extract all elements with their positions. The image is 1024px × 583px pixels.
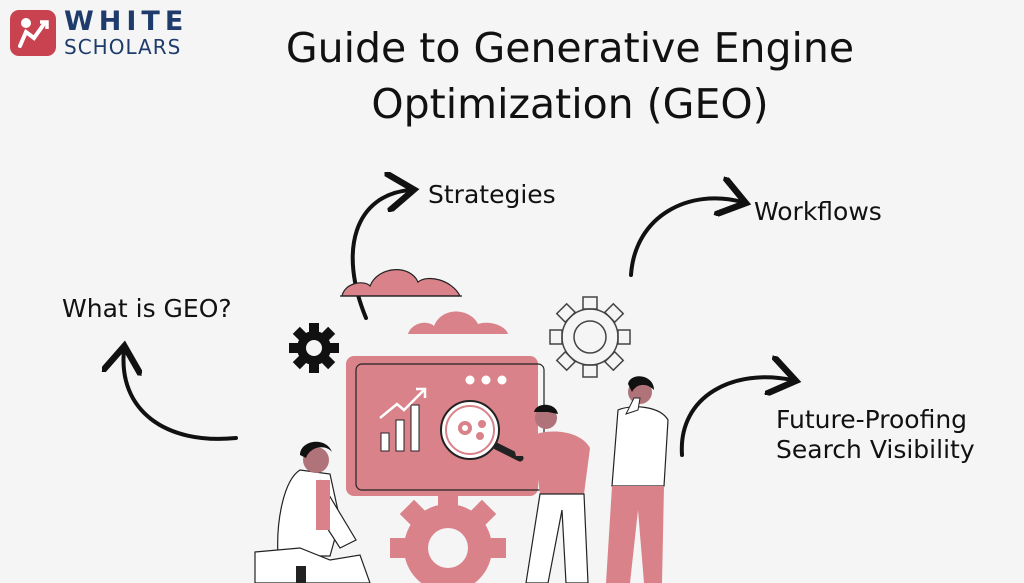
gear-black-icon bbox=[289, 323, 339, 373]
logo-wordmark-top: WHITE bbox=[64, 6, 189, 37]
arrow-to-strategies bbox=[350, 190, 410, 320]
label-workflows: Workflows bbox=[754, 197, 882, 226]
person-thinking-illustration bbox=[606, 376, 669, 583]
label-what-is-geo: What is GEO? bbox=[62, 294, 232, 323]
page-title: Guide to Generative Engine Optimization … bbox=[250, 20, 890, 132]
cloud-top bbox=[341, 269, 461, 297]
arrow-to-workflows bbox=[629, 198, 742, 277]
label-strategies: Strategies bbox=[428, 180, 556, 209]
arrow-to-future-proofing bbox=[679, 377, 792, 457]
logo-wordmark-bottom: SCHOLARS bbox=[64, 35, 182, 59]
gear-pink-icon bbox=[390, 490, 506, 583]
title-line-2: Optimization (GEO) bbox=[371, 80, 769, 128]
brand-logo: WHITE SCHOLARS bbox=[10, 6, 200, 59]
bar-chart-icon bbox=[380, 404, 420, 452]
person-pointing-illustration bbox=[514, 404, 590, 583]
label-future-proofing: Future-Proofing Search Visibility bbox=[776, 405, 1016, 465]
cloud-middle bbox=[408, 311, 508, 334]
person-seated-illustration bbox=[254, 441, 371, 583]
arrow-to-what-is-geo bbox=[123, 350, 238, 441]
gear-outline-icon bbox=[549, 296, 631, 378]
label-future-line-1: Future-Proofing bbox=[776, 405, 968, 434]
title-line-1: Guide to Generative Engine bbox=[285, 24, 855, 72]
dashboard-screen bbox=[346, 356, 545, 496]
label-future-line-2: Search Visibility bbox=[776, 435, 975, 464]
logo-mark-icon bbox=[10, 10, 56, 56]
